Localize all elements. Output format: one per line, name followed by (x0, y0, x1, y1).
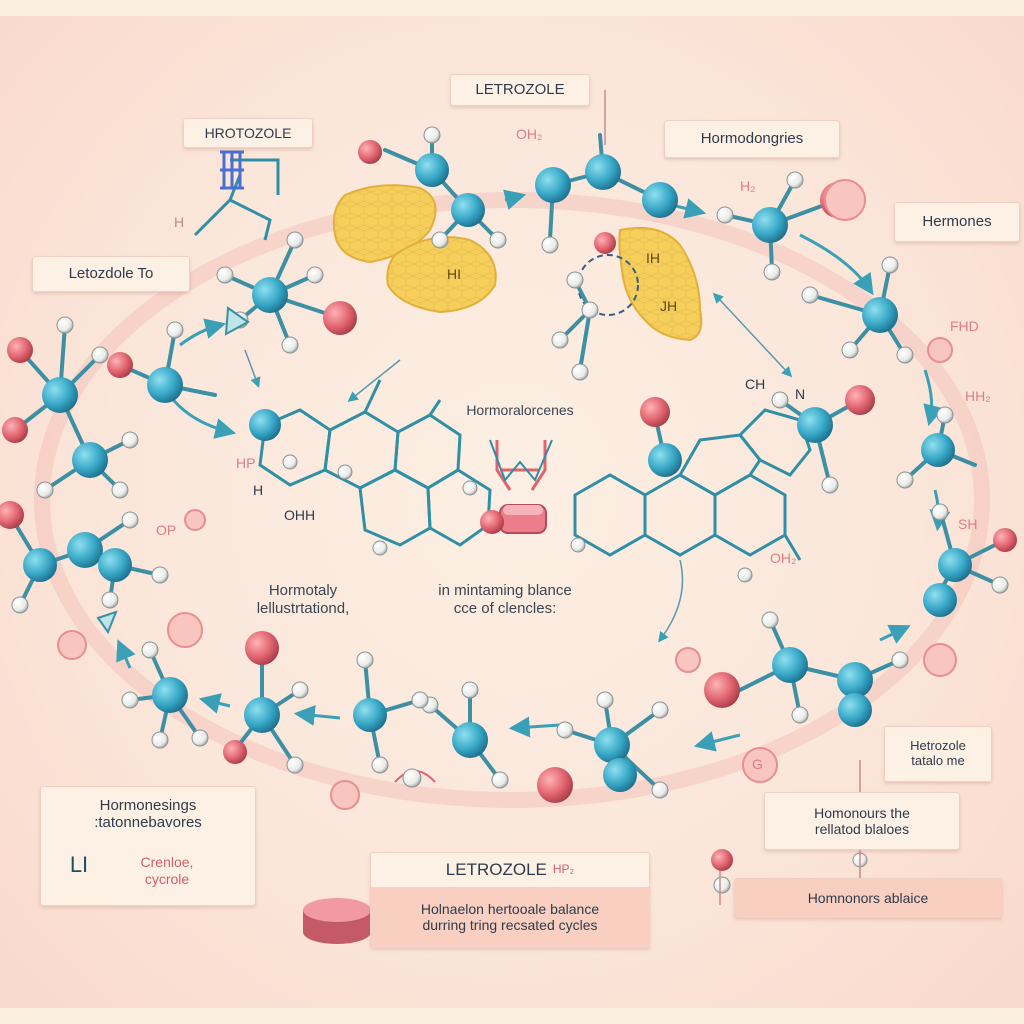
arrow-right-2 (923, 369, 944, 427)
label-letrozole-top-text: LETROZOLE (475, 81, 565, 99)
note-hp-left: HP (236, 455, 256, 471)
arrow-left-up (179, 318, 227, 347)
cycle-arrows (116, 189, 951, 752)
bottom-border (0, 1008, 1024, 1024)
note-oh: OH₂ (516, 126, 543, 142)
note-ch: CH (745, 376, 766, 392)
ring-top-left-glyph (220, 150, 244, 190)
label-hormodongries: Hormodongries (664, 120, 840, 158)
note-op: OP (156, 522, 177, 538)
note-hh2: HH₂ (965, 388, 991, 404)
hormone-blobs (332, 184, 703, 342)
label-box-bottom-left: Hormonesings :tatonnebavores (40, 786, 256, 906)
label-hrotozole: HROTOZOLE (183, 118, 313, 148)
note-hi: HI (447, 266, 461, 282)
note-ih: IH (646, 250, 660, 266)
arrow-left-bottom (116, 639, 136, 669)
label-hetrozole: Hetrozole tatalo me (884, 726, 992, 782)
label-maintaining-balance: in mintaming blance cce of clencles: (438, 582, 572, 617)
arrow-right-4 (879, 624, 911, 644)
arrow-bottom-2 (293, 705, 341, 726)
label-hormotaly: Hormotaly lellustrtationd, (256, 582, 350, 617)
arrow-bottom-3 (198, 693, 231, 714)
note-h-left: H (174, 214, 185, 230)
note-sh: SH (958, 516, 978, 532)
arrow-bottom-1 (508, 716, 561, 738)
arrow-bottom-right (693, 731, 741, 752)
arrow-right-1 (799, 233, 874, 296)
arrow-top-1 (503, 189, 527, 210)
label-box-bottom-center: LETROZOLE HP₂ Holnaelon hertooale balanc… (370, 852, 650, 948)
note-jh: JH (660, 298, 678, 314)
note-oh2: OH₂ (770, 550, 797, 566)
note-h2: H₂ (740, 178, 756, 194)
label-crenloe: Crenloe, cycrole (140, 854, 194, 887)
label-letozdole-text: Letozdole To (68, 265, 154, 283)
label-hermones-text: Hermones (922, 213, 992, 231)
label-letozdole: Letozdole To (32, 256, 190, 292)
label-letrozole-body: Holnaelon hertooale balance durring trin… (371, 887, 649, 947)
red-dot-bottom-right (711, 849, 733, 871)
note-fhd: FHD (950, 318, 979, 334)
label-hermones: Hermones (894, 202, 1020, 242)
label-bottom-left-title: Hormonesings :tatonnebavores (94, 797, 202, 832)
note-hh: H (253, 482, 264, 498)
triangle-markers (96, 306, 250, 635)
top-border (0, 0, 1024, 16)
label-hormoralorcenes: Hormoralorcenes (466, 402, 574, 418)
center-symbol-inner (489, 439, 553, 482)
center-symbol (495, 440, 547, 491)
li-atom-label: LI (69, 852, 89, 877)
circle-markers (57, 179, 957, 810)
label-letrozole-top: LETROZOLE (450, 74, 590, 106)
ring-top-left (193, 158, 280, 241)
label-homonours: Homonours the rellatod blaloes (764, 792, 960, 850)
label-letrozole-bottom: LETROZOLE (445, 860, 547, 880)
note-n: N (795, 386, 806, 402)
label-hormodongries-text: Hormodongries (700, 130, 804, 148)
atoms-blue (23, 153, 972, 792)
steroid-structure-right (573, 408, 812, 561)
inner-arrows (244, 292, 793, 643)
note-ohh: OHH (284, 507, 316, 523)
label-letrozole-bottom-suffix: HP₂ (552, 862, 575, 877)
steroid-structure-left (258, 379, 492, 547)
note-g: G (752, 756, 763, 772)
label-box-bottom-center-header: LETROZOLE HP₂ (371, 853, 649, 887)
pill-bottom-left (303, 898, 371, 944)
label-hrotozole-text: HROTOZOLE (204, 124, 292, 141)
label-homnonors-bar: Homnonors ablaice (734, 878, 1002, 918)
center-pill (499, 504, 547, 534)
